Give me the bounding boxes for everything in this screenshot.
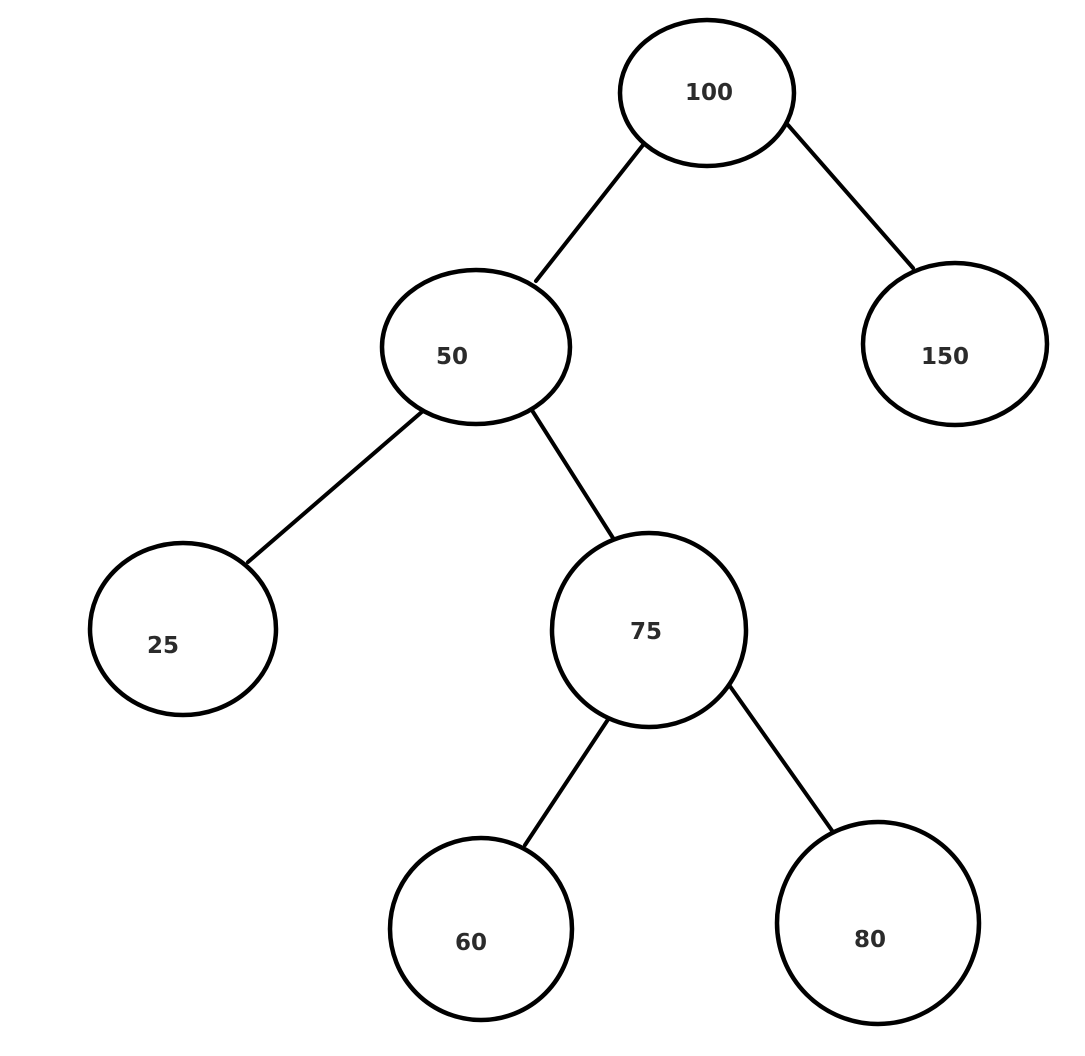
tree-node-60[interactable]: 60 [387,835,575,1023]
tree-node-label-100: 100 [685,80,733,106]
tree-node-label-75: 75 [630,619,662,645]
tree-node-label-80: 80 [854,927,886,953]
edge-layer [246,123,915,847]
tree-edge-75-80 [725,680,835,834]
tree-edge-75-60 [523,716,611,847]
tree-edge-100-50 [534,143,645,283]
tree-node-150[interactable]: 150 [860,260,1050,428]
tree-edge-50-75 [526,402,615,540]
tree-edge-50-25 [246,402,433,564]
tree-node-75[interactable]: 75 [549,530,749,730]
tree-node-circle-75[interactable] [549,530,749,730]
tree-node-label-25: 25 [147,633,179,659]
tree-node-label-150: 150 [921,344,969,370]
tree-node-label-50: 50 [436,344,468,370]
tree-node-circle-80[interactable] [774,819,982,1027]
tree-node-label-60: 60 [455,930,487,956]
tree-node-circle-60[interactable] [387,835,575,1023]
tree-edge-100-150 [786,123,915,270]
tree-node-80[interactable]: 80 [774,819,982,1027]
tree-node-50[interactable]: 50 [379,267,573,427]
tree-node-circle-100[interactable] [617,17,797,169]
tree-node-circle-25[interactable] [87,540,279,718]
tree-node-circle-50[interactable] [379,267,573,427]
tree-node-100[interactable]: 100 [617,17,797,169]
tree-node-circle-150[interactable] [860,260,1050,428]
tree-node-25[interactable]: 25 [87,540,279,718]
node-layer: 100 50 150 25 75 60 80 [87,17,1050,1027]
